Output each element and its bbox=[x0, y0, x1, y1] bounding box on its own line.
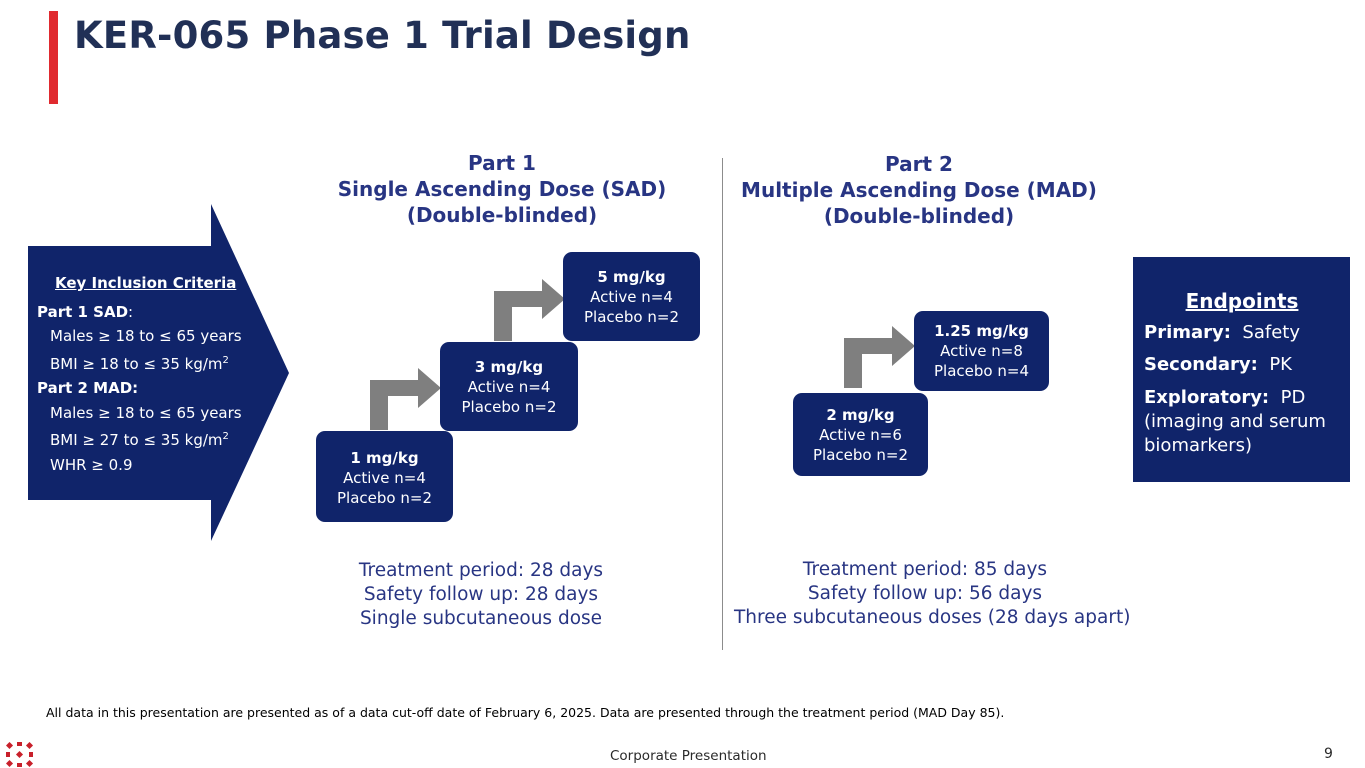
dose-active: Active n=6 bbox=[819, 426, 902, 444]
endpoints-box: Endpoints Primary: Safety Secondary: PK … bbox=[1133, 257, 1350, 482]
dose-active: Active n=4 bbox=[343, 469, 426, 487]
page-number: 9 bbox=[1324, 746, 1333, 762]
part2-header: Part 2 Multiple Ascending Dose (MAD) (Do… bbox=[734, 151, 1104, 229]
endpoint-secondary: Secondary: PK bbox=[1144, 349, 1340, 381]
info-line: Single subcutaneous dose bbox=[359, 608, 603, 629]
part1-header: Part 1 Single Ascending Dose (SAD) (Doub… bbox=[332, 150, 672, 228]
key-inclusion-criteria: Key Inclusion Criteria Part 1 SAD: Males… bbox=[37, 271, 277, 477]
criteria-mad-bmi: BMI ≥ 27 to ≤ 35 kg/m bbox=[50, 431, 223, 449]
primary-label: Primary: bbox=[1144, 322, 1231, 343]
mad-dose-box-1: 2 mg/kg Active n=6 Placebo n=2 bbox=[793, 393, 928, 476]
sad-dose-box-2: 3 mg/kg Active n=4 Placebo n=2 bbox=[440, 342, 578, 431]
part1-header-line3: (Double-blinded) bbox=[406, 203, 598, 227]
dose-value: 1.25 mg/kg bbox=[934, 322, 1029, 340]
dose-placebo: Placebo n=2 bbox=[337, 489, 432, 507]
criteria-sad-item: BMI ≥ 18 to ≤ 35 kg/m2 bbox=[37, 349, 277, 377]
dose-placebo: Placebo n=2 bbox=[584, 308, 679, 326]
criteria-mad-item: Males ≥ 18 to ≤ 65 years bbox=[50, 403, 242, 422]
data-cutoff-footnote: All data in this presentation are presen… bbox=[46, 705, 1005, 720]
superscript-2: 2 bbox=[222, 431, 229, 442]
footer-label: Corporate Presentation bbox=[610, 748, 767, 764]
criteria-sad-item: Males ≥ 18 to ≤ 65 years bbox=[50, 327, 242, 345]
dose-placebo: Placebo n=2 bbox=[813, 446, 908, 464]
sad-label-colon: : bbox=[128, 302, 134, 321]
part1-header-line1: Part 1 bbox=[468, 151, 536, 175]
endpoints-heading: Endpoints bbox=[1185, 289, 1299, 313]
dose-value: 1 mg/kg bbox=[350, 449, 419, 467]
criteria-sad-bmi: BMI ≥ 18 to ≤ 35 kg/m bbox=[50, 354, 223, 373]
step-up-arrow-icon bbox=[494, 279, 565, 341]
dose-value: 5 mg/kg bbox=[597, 268, 666, 286]
criteria-arrow-shape bbox=[28, 204, 289, 541]
mad-dose-box-2: 1.25 mg/kg Active n=8 Placebo n=4 bbox=[914, 311, 1049, 391]
company-logo-icon bbox=[6, 742, 34, 768]
secondary-value: PK bbox=[1269, 354, 1292, 375]
primary-value: Safety bbox=[1242, 322, 1300, 343]
info-line: Treatment period: 28 days bbox=[358, 560, 604, 581]
info-line: Safety follow up: 28 days bbox=[363, 584, 599, 605]
endpoint-primary: Primary: Safety bbox=[1144, 317, 1340, 349]
criteria-heading: Key Inclusion Criteria bbox=[55, 274, 237, 292]
slide-title: KER-065 Phase 1 Trial Design bbox=[74, 14, 691, 57]
sad-label-text: Part 1 SAD bbox=[37, 302, 129, 321]
part2-treatment-info: Treatment period: 85 days Safety follow … bbox=[734, 558, 1131, 630]
exploratory-value: PD (imaging and serum biomarkers) bbox=[1144, 387, 1326, 456]
info-line: Safety follow up: 56 days bbox=[807, 583, 1043, 604]
dose-placebo: Placebo n=2 bbox=[461, 398, 557, 416]
part2-header-line2: Multiple Ascending Dose (MAD) bbox=[741, 178, 1097, 202]
criteria-sad-label: Part 1 SAD: bbox=[37, 300, 277, 325]
sad-dose-box-3: 5 mg/kg Active n=4 Placebo n=2 bbox=[563, 252, 700, 341]
dose-active: Active n=4 bbox=[590, 288, 673, 306]
step-up-arrow-icon bbox=[844, 326, 915, 388]
criteria-mad-label: Part 2 MAD: bbox=[37, 379, 139, 397]
criteria-mad-item: BMI ≥ 27 to ≤ 35 kg/m2 bbox=[37, 425, 277, 453]
step-up-arrow-icon bbox=[370, 368, 441, 430]
part1-treatment-info: Treatment period: 28 days Safety follow … bbox=[331, 559, 631, 631]
dose-placebo: Placebo n=4 bbox=[934, 362, 1029, 380]
title-accent-bar bbox=[49, 11, 58, 104]
part2-header-line3: (Double-blinded) bbox=[823, 204, 1015, 228]
dose-active: Active n=8 bbox=[940, 342, 1023, 360]
section-divider bbox=[722, 158, 723, 650]
dose-value: 3 mg/kg bbox=[474, 358, 544, 376]
part2-header-line1: Part 2 bbox=[885, 152, 953, 176]
secondary-label: Secondary: bbox=[1144, 354, 1258, 375]
dose-active: Active n=4 bbox=[467, 378, 551, 396]
info-line: Treatment period: 85 days bbox=[802, 559, 1048, 580]
sad-dose-box-1: 1 mg/kg Active n=4 Placebo n=2 bbox=[316, 431, 453, 522]
endpoint-exploratory: Exploratory: PD (imaging and serum bioma… bbox=[1144, 386, 1340, 458]
info-line: Three subcutaneous doses (28 days apart) bbox=[734, 607, 1131, 628]
superscript-2: 2 bbox=[222, 354, 229, 366]
exploratory-label: Exploratory: bbox=[1144, 387, 1270, 408]
dose-value: 2 mg/kg bbox=[826, 406, 895, 424]
criteria-mad-item: WHR ≥ 0.9 bbox=[50, 455, 133, 474]
part1-header-line2: Single Ascending Dose (SAD) bbox=[337, 177, 667, 201]
